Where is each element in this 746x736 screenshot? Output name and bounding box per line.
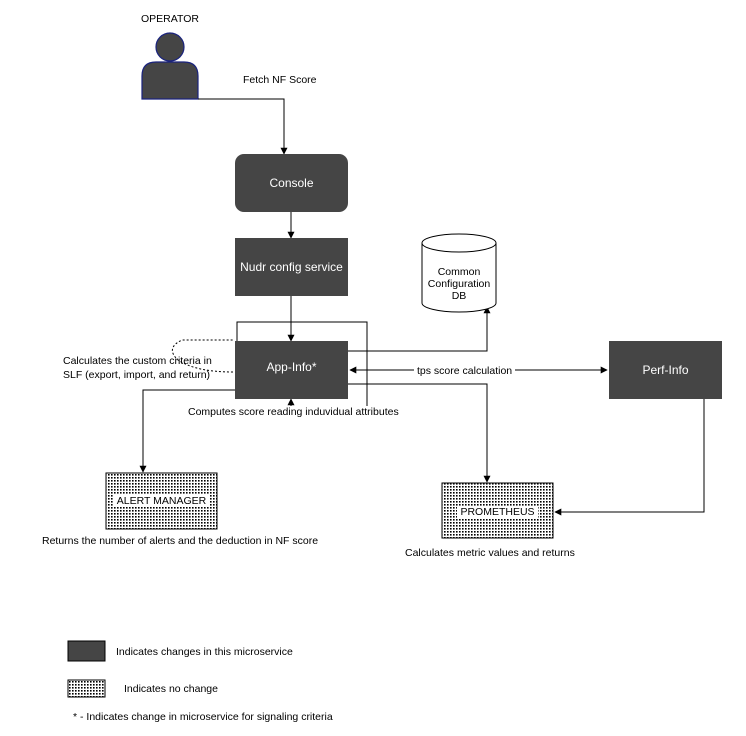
operator-label: OPERATOR bbox=[141, 13, 199, 25]
alert-manager-text: ALERT MANAGER bbox=[113, 495, 210, 507]
app-info-box bbox=[235, 341, 348, 399]
common-configuration-db bbox=[421, 233, 497, 313]
nudr-config-service-box bbox=[235, 238, 348, 296]
console-box bbox=[235, 154, 348, 212]
prometheus-text: PROMETHEUS bbox=[457, 506, 538, 518]
edge-appinfo-to-db bbox=[348, 306, 491, 352]
db-label-line-2: Configuration bbox=[427, 278, 491, 290]
legend-signaling-note: * - Indicates change in microservice for… bbox=[73, 711, 333, 723]
console-label: Console bbox=[269, 176, 314, 190]
fetch-nf-score-label: Fetch NF Score bbox=[243, 74, 317, 86]
custom-criteria-line-2: SLF (export, import, and return) bbox=[63, 369, 211, 381]
custom-criteria-line-1: Calculates the custom criteria in bbox=[63, 355, 212, 367]
perf-info-label: Perf-Info bbox=[642, 363, 689, 377]
edge-perfinfo-to-prometheus bbox=[554, 398, 705, 516]
edge-operator-to-console bbox=[198, 98, 288, 155]
prometheus-label: PROMETHEUS bbox=[442, 503, 553, 521]
operator-person-icon bbox=[141, 32, 199, 100]
legend-changed-label: Indicates changes in this microservice bbox=[116, 646, 293, 658]
custom-criteria-loop bbox=[171, 339, 234, 373]
tps-score-calculation-label: tps score calculation bbox=[414, 365, 516, 378]
computes-score-label: Computes score reading induvidual attrib… bbox=[186, 406, 401, 419]
db-label-line-1: Common bbox=[437, 266, 481, 278]
perf-info-box bbox=[609, 341, 722, 399]
legend-no-change-swatch bbox=[67, 679, 106, 698]
db-label-line-3: DB bbox=[451, 290, 467, 302]
nudr-config-service-label: Nudr config service bbox=[240, 260, 343, 274]
db-label: Common Configuration DB bbox=[422, 266, 496, 302]
edge-appinfo-to-prometheus bbox=[348, 383, 491, 483]
legend-no-change-label: Indicates no change bbox=[124, 683, 218, 695]
legend-changed-swatch bbox=[67, 640, 106, 662]
alert-manager-label: ALERT MANAGER bbox=[106, 492, 217, 510]
prometheus-returns-label: Calculates metric values and returns bbox=[405, 547, 575, 559]
edge-appinfo-to-alertmanager bbox=[139, 389, 235, 473]
alert-returns-label: Returns the number of alerts and the ded… bbox=[42, 535, 319, 547]
app-info-label: App-Info* bbox=[266, 360, 317, 374]
